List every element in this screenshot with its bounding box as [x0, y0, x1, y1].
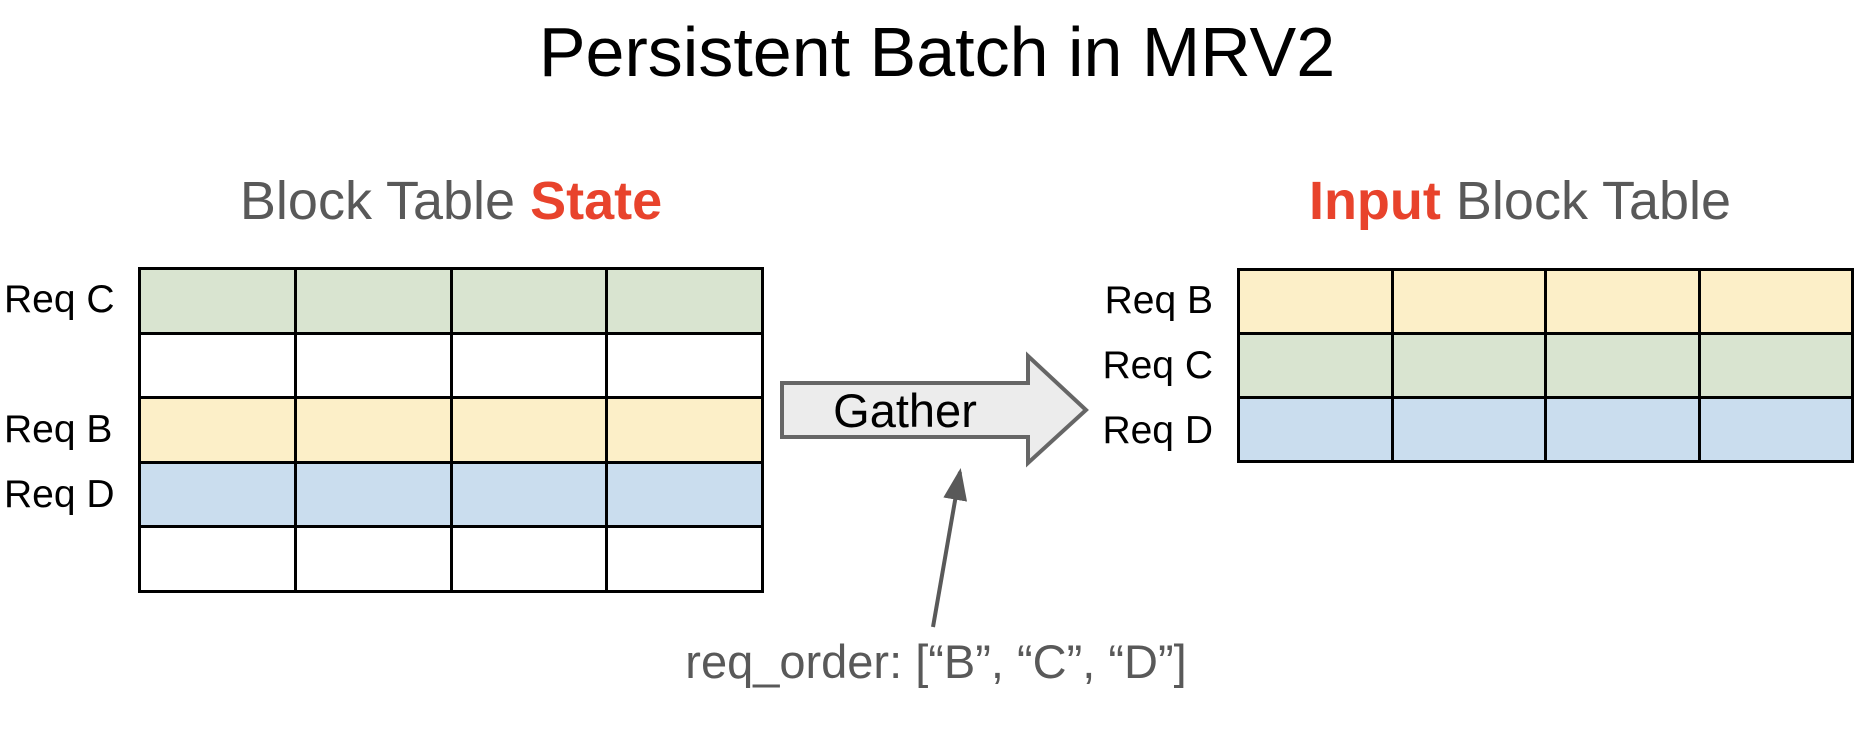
- row-label-slot: Req C: [1093, 333, 1225, 398]
- block-cell-req-d: [452, 463, 606, 526]
- row-label: Req D: [4, 473, 115, 517]
- state-heading-highlight: State: [530, 171, 663, 231]
- input-table-row-labels: Req B Req C Req D: [1093, 268, 1225, 463]
- input-block-table: [1237, 268, 1854, 463]
- block-cell-req-c: [608, 270, 761, 332]
- block-cell-req-c: [1547, 335, 1698, 396]
- block-cell-req-b: [1700, 271, 1851, 332]
- row-label-slot: Req D: [1093, 398, 1225, 463]
- state-heading-prefix: Block Table: [239, 171, 531, 231]
- block-cell-req-d: [1547, 399, 1698, 460]
- block-cell-req-b: [1393, 271, 1544, 332]
- block-cell-req-d: [1240, 399, 1391, 460]
- block-cell-empty: [141, 528, 294, 590]
- block-cell-req-b: [1547, 271, 1698, 332]
- req-order-annotation: req_order: [“B”, “C”, “D”]: [685, 635, 1187, 688]
- block-cell-req-c: [1393, 335, 1544, 396]
- row-label-slot: [4, 332, 130, 397]
- block-cell-req-d: [1393, 399, 1544, 460]
- row-label-slot: Req B: [4, 397, 130, 462]
- block-cell-req-b: [141, 399, 294, 461]
- state-table-heading: Block Table State: [120, 170, 782, 232]
- input-heading-highlight: Input: [1308, 171, 1441, 231]
- row-label: Req D: [1102, 408, 1213, 452]
- block-cell-req-c: [452, 270, 606, 332]
- state-table-row-labels: Req C Req B Req D: [4, 267, 130, 593]
- input-heading-suffix: Block Table: [1440, 171, 1732, 231]
- block-cell-empty: [452, 334, 606, 397]
- annotation-pointer-arrow: [931, 468, 968, 628]
- block-cell-req-c: [296, 270, 450, 332]
- block-cell-req-b: [1240, 271, 1391, 332]
- block-cell-req-d: [608, 463, 761, 526]
- row-label-slot: [4, 528, 130, 593]
- row-label-slot: Req C: [4, 267, 130, 332]
- block-cell-empty: [296, 528, 450, 590]
- block-cell-empty: [608, 528, 761, 590]
- block-cell-req-b: [296, 399, 450, 461]
- block-cell-req-c: [1240, 335, 1391, 396]
- row-label-slot: Req D: [4, 463, 130, 528]
- row-label: Req C: [1102, 343, 1213, 387]
- gather-arrow-shape: [780, 351, 1089, 468]
- block-cell-req-d: [1700, 399, 1851, 460]
- gather-arrow-label: Gather: [833, 383, 977, 437]
- block-cell-empty: [141, 334, 294, 397]
- block-cell-empty: [608, 334, 761, 397]
- block-cell-req-d: [296, 463, 450, 526]
- row-label: Req B: [4, 408, 113, 451]
- state-block-table: [138, 267, 764, 593]
- block-cell-req-c: [1700, 335, 1851, 396]
- diagram-title: Persistent Batch in MRV2: [538, 13, 1336, 91]
- block-cell-req-d: [141, 463, 294, 526]
- row-label: Req B: [1104, 278, 1213, 322]
- block-cell-req-b: [452, 399, 606, 461]
- block-cell-req-b: [608, 399, 761, 461]
- row-label-slot: Req B: [1093, 268, 1225, 333]
- row-label: Req C: [4, 277, 115, 321]
- block-cell-empty: [452, 528, 606, 590]
- block-cell-empty: [296, 334, 450, 397]
- input-table-heading: Input Block Table: [1190, 170, 1850, 232]
- block-cell-req-c: [141, 270, 294, 332]
